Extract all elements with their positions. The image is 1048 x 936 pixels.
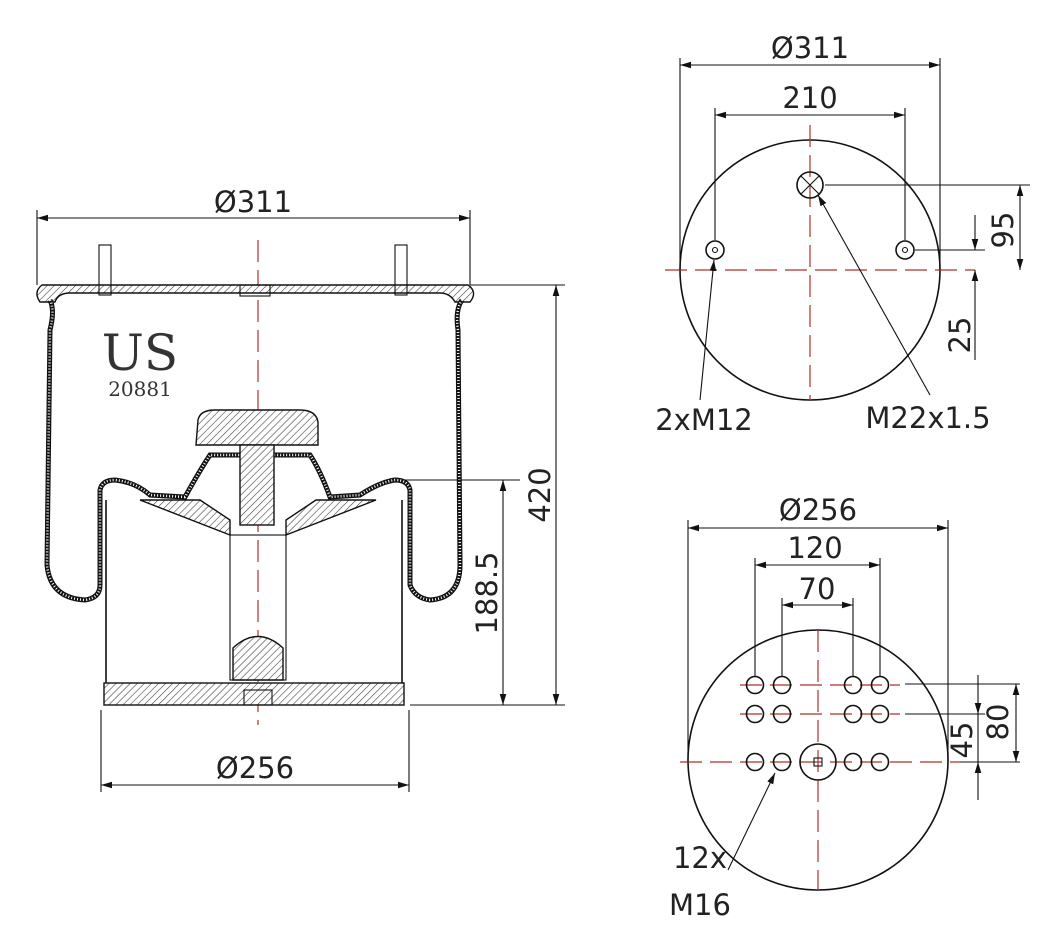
piston-boss: [232, 635, 284, 681]
bolt-count-label: 12x: [673, 841, 727, 875]
piston-cone: [139, 499, 377, 537]
top-diameter-dimension: Ø311: [214, 185, 292, 219]
stud-right: [394, 244, 408, 296]
bump-stop-bolt: [239, 444, 275, 526]
top-plate-diameter: Ø311: [771, 31, 849, 65]
air-inlet: [796, 171, 824, 199]
piston-height-dimension: 188.5: [470, 551, 504, 634]
bolt-spacing-dimension: 210: [782, 81, 837, 115]
bolt-hole-left: [705, 240, 725, 260]
bottom-plate-view: Ø256 120 70 45 80 12x M16: [669, 493, 1020, 922]
offset-80-dimension: 80: [981, 704, 1015, 741]
offset-45-dimension: 45: [945, 722, 979, 759]
bottom-diameter-dimension: Ø256: [216, 751, 294, 785]
center-boss: [799, 743, 837, 781]
top-plate-view: Ø311 210 95 25 2xM12 M22x1.5: [655, 31, 1030, 437]
side-view: US 20881 Ø311 420 188.5 Ø256: [36, 185, 565, 792]
bolt-size-label: M16: [669, 888, 731, 922]
bump-stop: [195, 409, 319, 446]
center-nut: [239, 284, 271, 297]
stud-left: [98, 244, 112, 296]
spacing-120-dimension: 120: [787, 531, 842, 565]
spacing-70-dimension: 70: [799, 572, 836, 606]
bottom-plate: [103, 682, 405, 706]
air-inlet-label: M22x1.5: [865, 401, 990, 435]
bolt-label: 2xM12: [655, 403, 753, 437]
height-dimension: 420: [523, 467, 557, 522]
offset-25-dimension: 25: [943, 317, 977, 354]
bolt-hole-right: [895, 240, 915, 260]
bottom-plate-diameter: Ø256: [779, 493, 857, 527]
part-number: 20881: [108, 377, 172, 401]
top-plate: [36, 284, 475, 303]
offset-95-dimension: 95: [986, 212, 1020, 249]
logo-text: US: [102, 324, 178, 382]
